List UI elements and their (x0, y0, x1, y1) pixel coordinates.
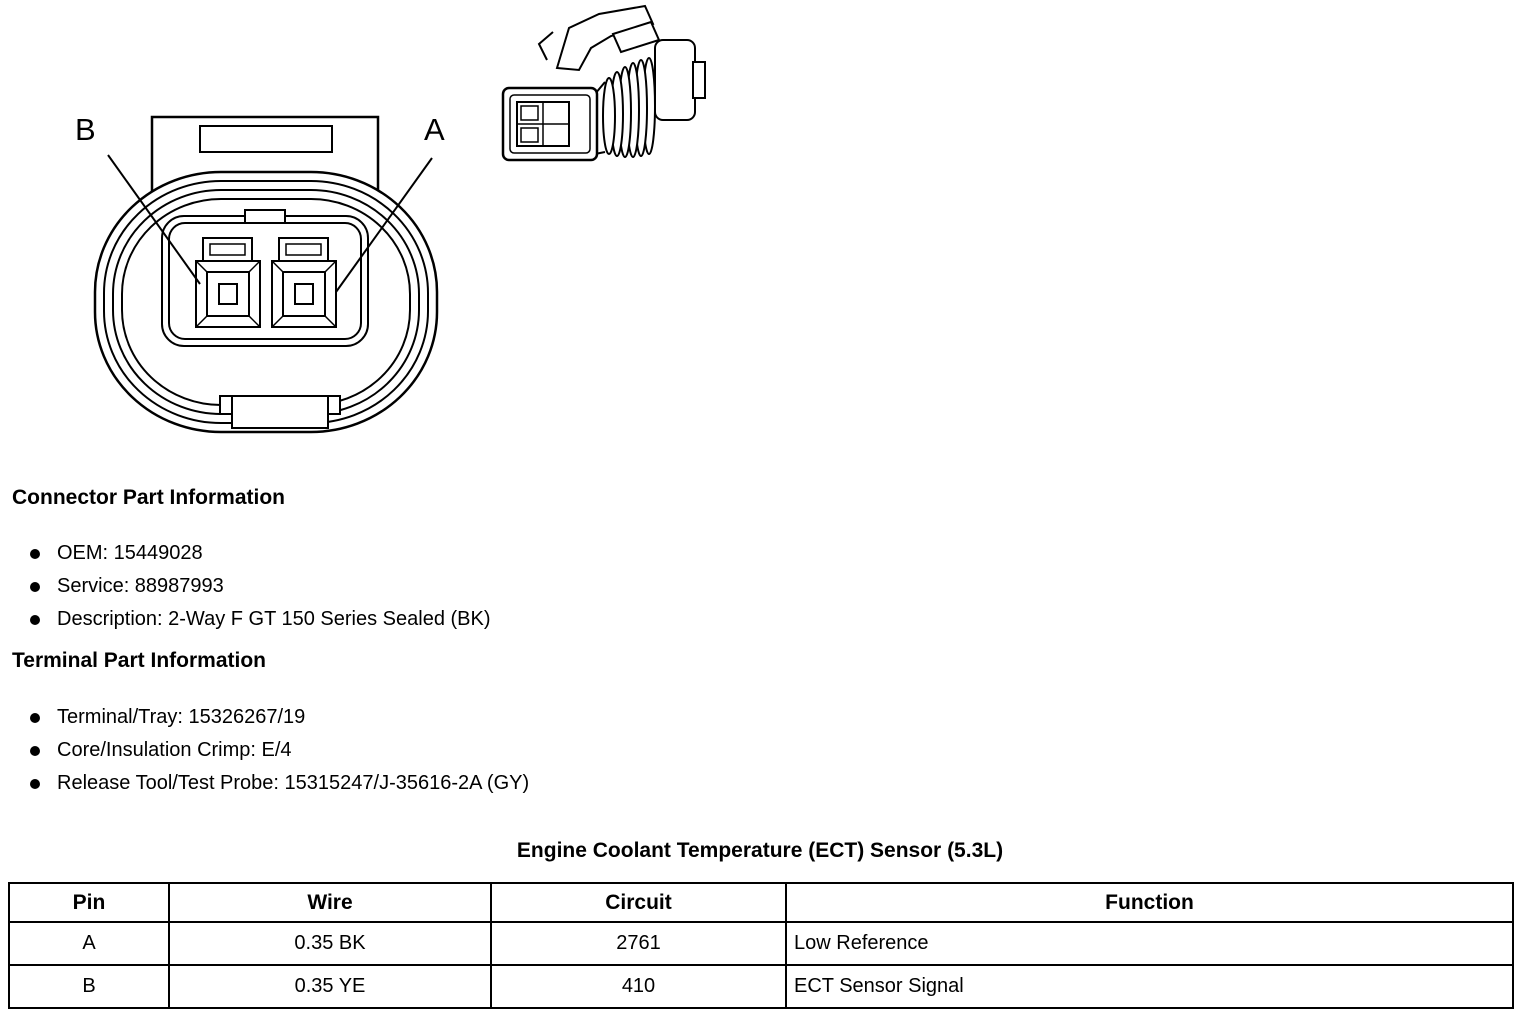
connector-diagrams: B A (0, 0, 1520, 470)
cell-function: Low Reference (785, 921, 1514, 966)
bullet-icon (30, 745, 40, 756)
table-row: B 0.35 YE 410 ECT Sensor Signal (8, 964, 1514, 1009)
connector-side-view-diagram (501, 4, 706, 162)
cell-pin: B (8, 964, 170, 1009)
connector-part-info-list: OEM: 15449028 Service: 88987993 Descript… (30, 537, 491, 636)
list-item-text: Release Tool/Test Probe: 15315247/J-3561… (57, 772, 530, 794)
bullet-icon (30, 778, 40, 789)
column-header-wire: Wire (168, 882, 492, 923)
cell-wire: 0.35 YE (168, 964, 492, 1009)
list-item: OEM: 15449028 (30, 537, 491, 570)
cell-function: ECT Sensor Signal (785, 964, 1514, 1009)
pin-a-label: A (424, 112, 445, 147)
list-item-text: Description: 2-Way F GT 150 Series Seale… (57, 608, 491, 630)
pin-cavity-a (271, 237, 337, 328)
terminal-housing (161, 209, 369, 347)
cell-wire: 0.35 BK (168, 921, 492, 966)
connector-rear-cap (654, 39, 706, 121)
connector-plug-face (501, 86, 599, 162)
connector-part-info-heading: Connector Part Information (12, 486, 286, 509)
cell-pin: A (8, 921, 170, 966)
list-item-text: Terminal/Tray: 15326267/19 (57, 706, 306, 728)
terminal-part-info-heading: Terminal Part Information (12, 649, 266, 672)
leader-line-a (335, 157, 433, 293)
connector-bottom-tab (219, 395, 341, 429)
pinout-table: Pin Wire Circuit Function A 0.35 BK 2761… (8, 882, 1514, 1009)
pinout-table-title: Engine Coolant Temperature (ECT) Sensor … (516, 839, 1004, 862)
list-item: Release Tool/Test Probe: 15315247/J-3561… (30, 767, 529, 800)
table-header-row: Pin Wire Circuit Function (8, 882, 1514, 923)
list-item-text: OEM: 15449028 (57, 542, 203, 564)
list-item: Description: 2-Way F GT 150 Series Seale… (30, 603, 491, 636)
list-item-text: Service: 88987993 (57, 575, 224, 597)
list-item: Terminal/Tray: 15326267/19 (30, 701, 529, 734)
connector-seal-ribs (602, 57, 656, 158)
list-item-text: Core/Insulation Crimp: E/4 (57, 739, 292, 761)
connector-face-view-diagram (93, 115, 439, 434)
list-item: Core/Insulation Crimp: E/4 (30, 734, 529, 767)
terminal-part-info-list: Terminal/Tray: 15326267/19 Core/Insulati… (30, 701, 529, 800)
bullet-icon (30, 614, 40, 625)
column-header-circuit: Circuit (490, 882, 787, 923)
pin-b-label: B (75, 112, 96, 147)
pin-cavity-b (195, 237, 261, 328)
column-header-pin: Pin (8, 882, 170, 923)
bullet-icon (30, 712, 40, 723)
bullet-icon (30, 581, 40, 592)
bullet-icon (30, 548, 40, 559)
cell-circuit: 2761 (490, 921, 787, 966)
cell-circuit: 410 (490, 964, 787, 1009)
leader-line-b (107, 154, 201, 285)
table-row: A 0.35 BK 2761 Low Reference (8, 921, 1514, 966)
list-item: Service: 88987993 (30, 570, 491, 603)
column-header-function: Function (785, 882, 1514, 923)
